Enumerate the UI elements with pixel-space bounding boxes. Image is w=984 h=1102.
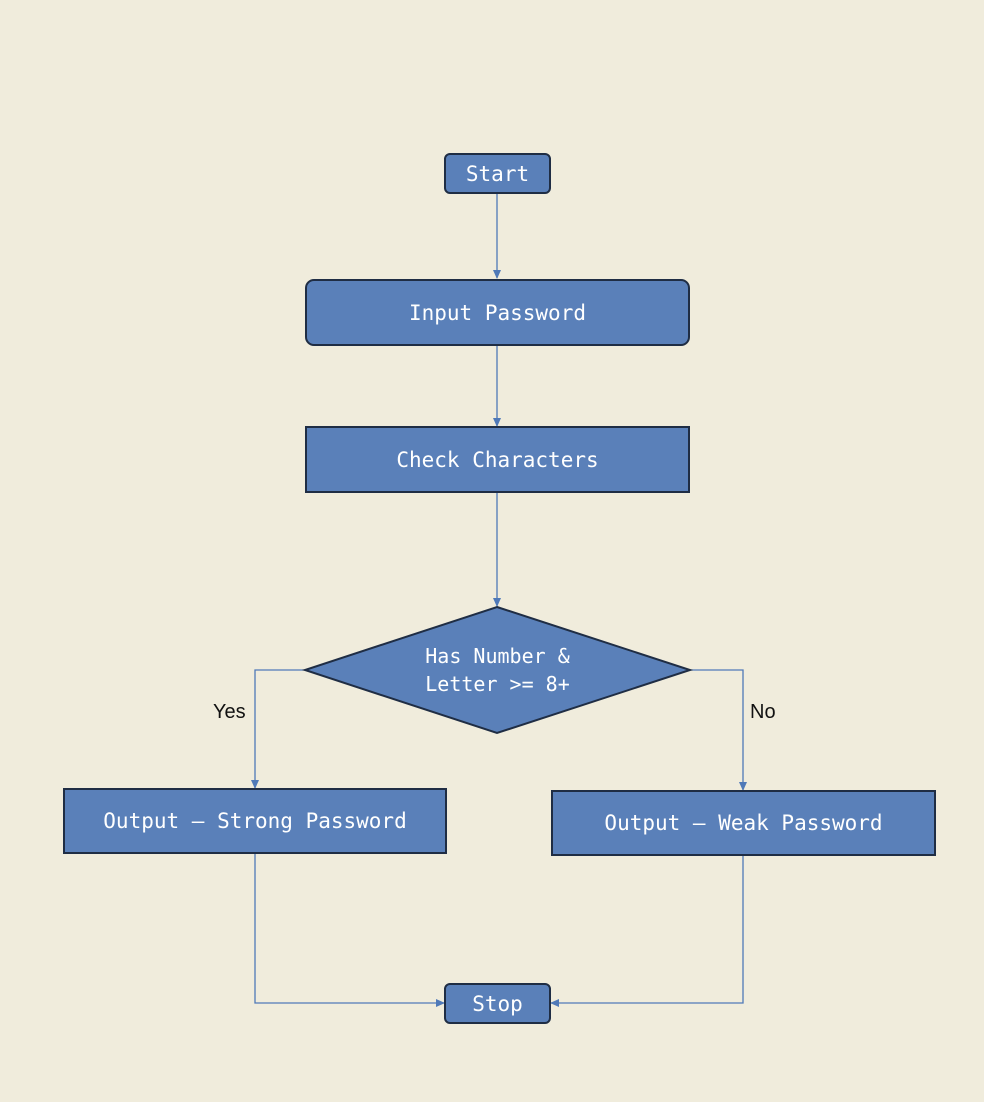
input-password-node: Input Password: [305, 279, 690, 346]
decision-diamond: [301, 605, 694, 735]
no-branch-label: No: [750, 701, 776, 723]
decision-line-1: Has Number &: [425, 644, 570, 668]
output-weak-password-node: Output – Weak Password: [551, 790, 936, 856]
decision-line-2: Letter >= 8+: [425, 672, 570, 696]
connector-weak-to-stop: [550, 856, 744, 1007]
yes-branch-label: Yes: [213, 701, 246, 723]
stop-node: Stop: [444, 983, 551, 1024]
connector-strong-to-stop: [254, 854, 445, 1007]
connector-decision-no: [690, 669, 747, 791]
connector-decision-yes: [251, 669, 305, 789]
output-strong-password-node: Output – Strong Password: [63, 788, 447, 854]
check-characters-node: Check Characters: [305, 426, 690, 493]
decision-node-label: Has Number & Letter >= 8+: [380, 640, 615, 700]
start-node: Start: [444, 153, 551, 194]
